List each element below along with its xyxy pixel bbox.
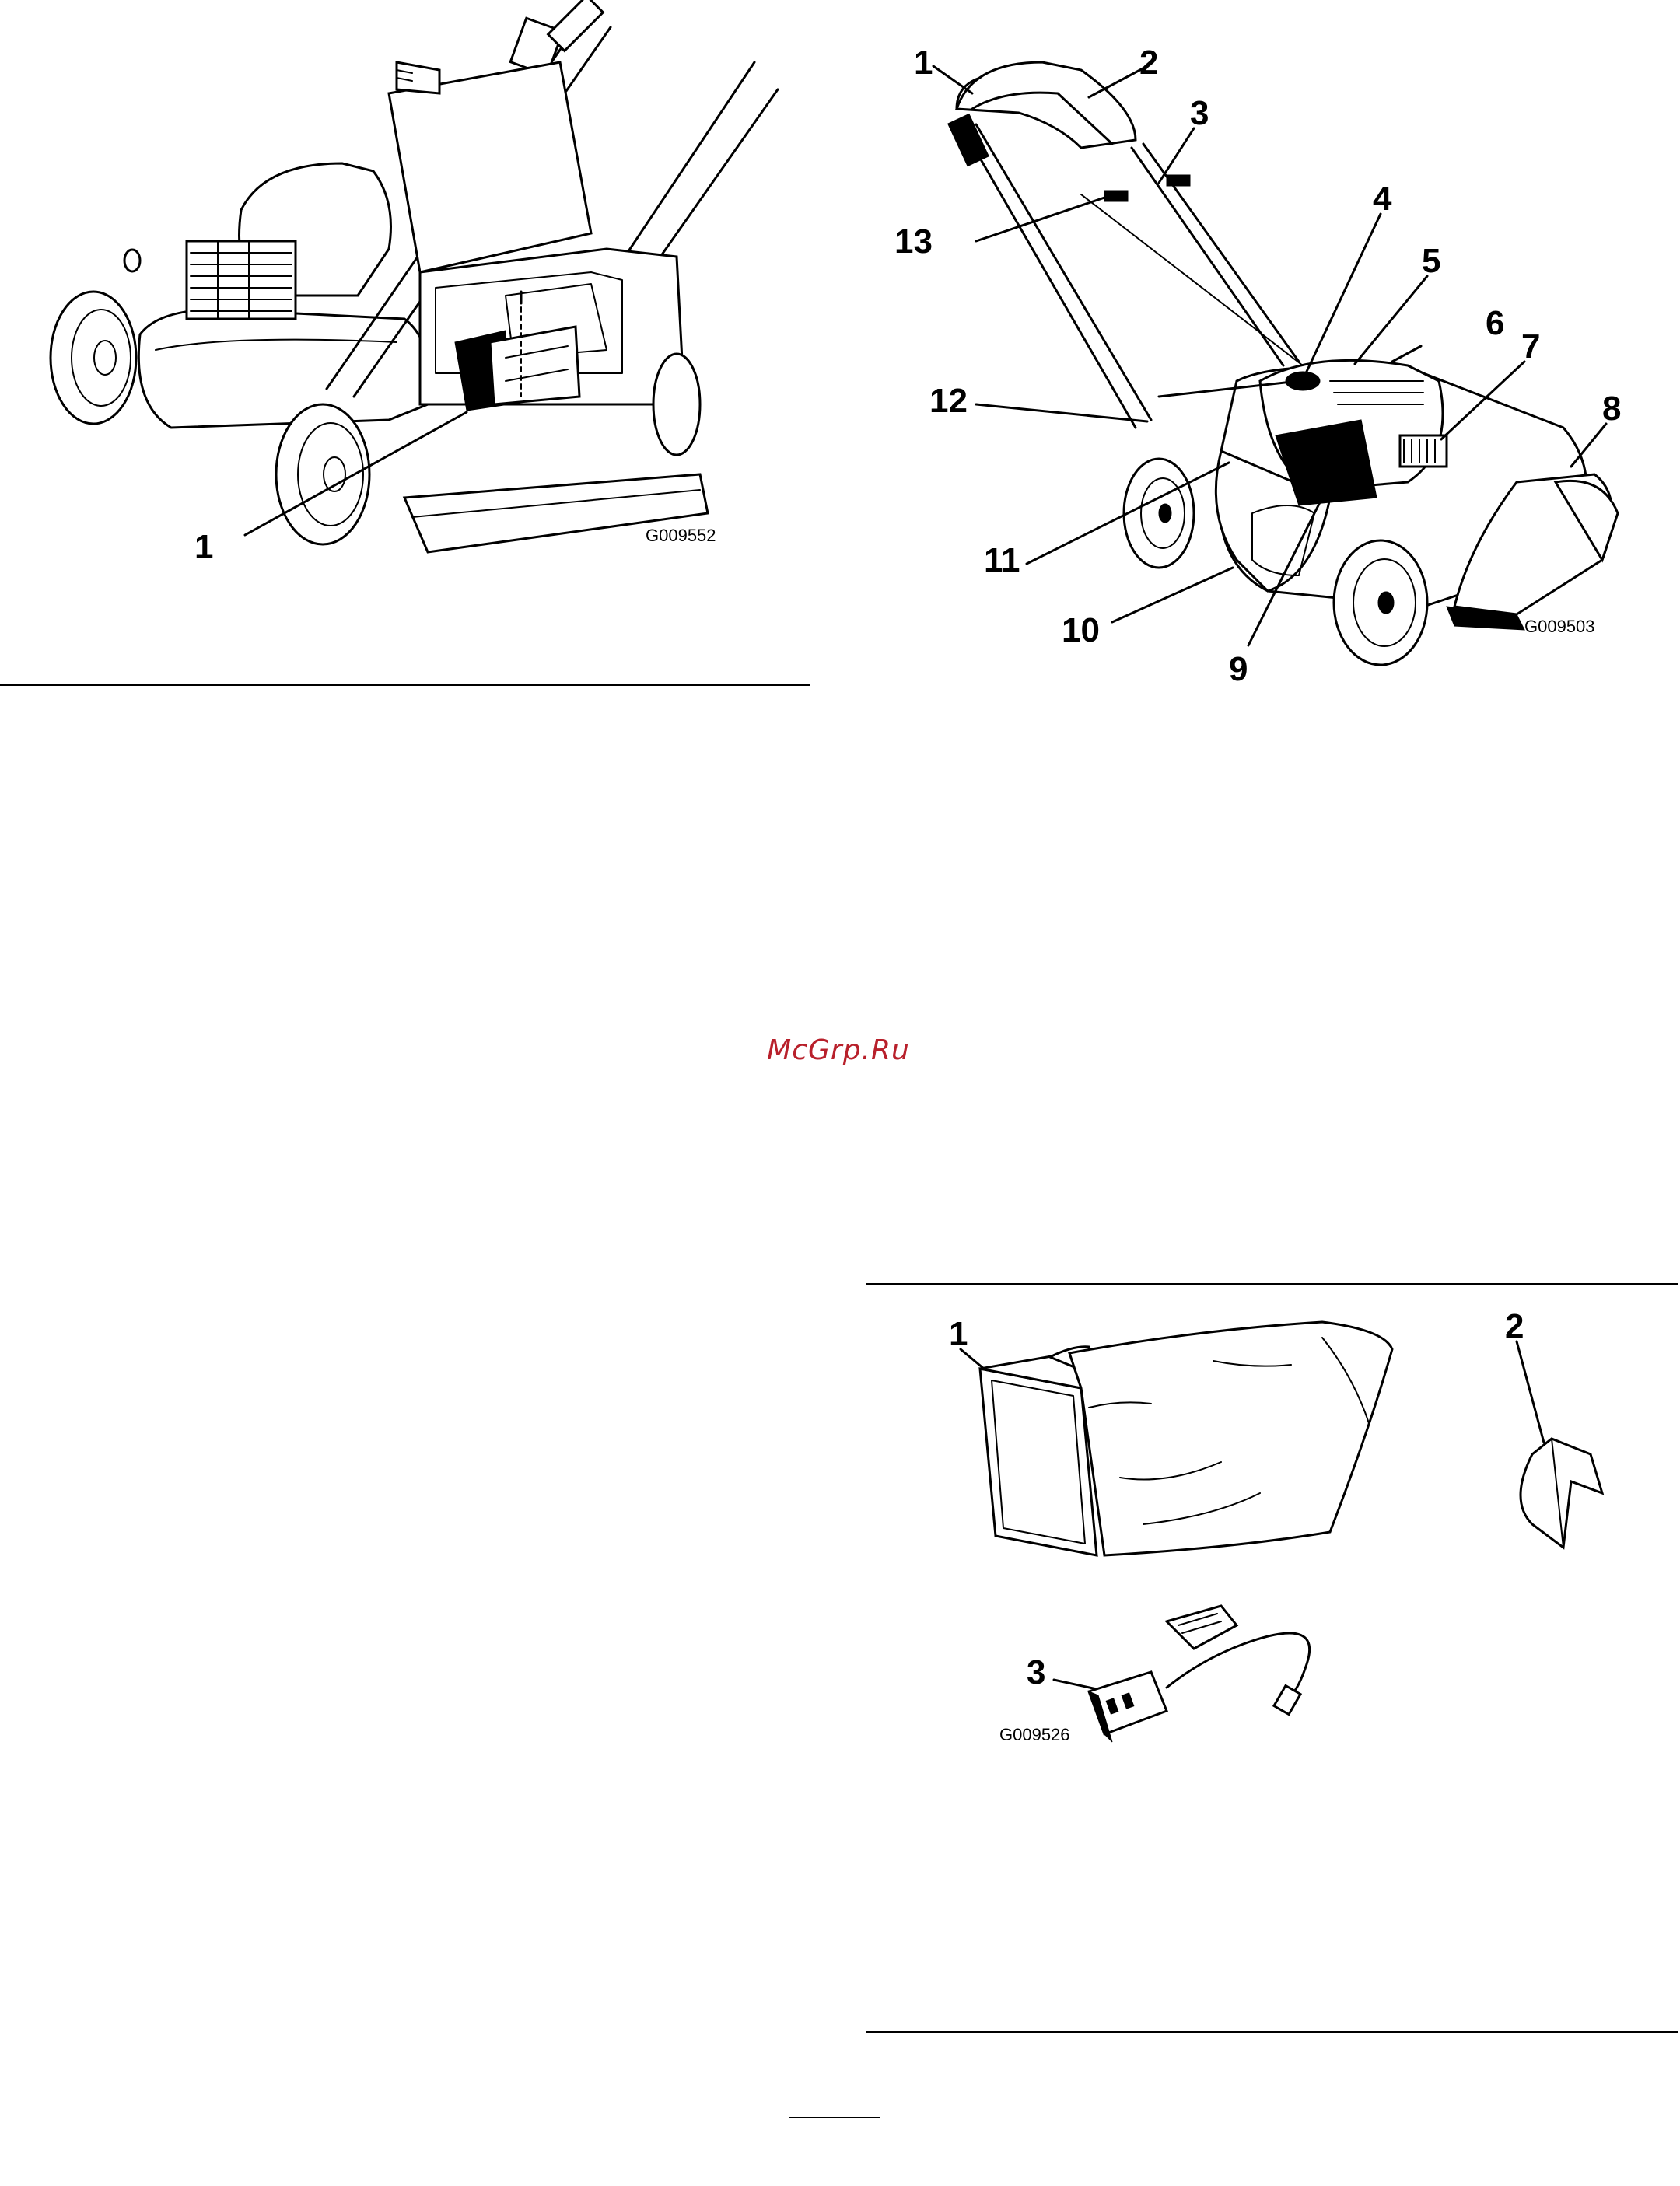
figure-mower-rear-bag-mount: 1 G009552 [31, 16, 793, 560]
callout-6: 6 [1486, 304, 1504, 342]
footer-rule [789, 2117, 880, 2118]
callout-3: 3 [1027, 1653, 1045, 1691]
figure-mower-components: 1 2 3 4 5 6 7 8 9 10 11 12 13 G009503 [879, 16, 1657, 684]
section-divider-right-top [866, 1283, 1678, 1285]
figure-id: G009503 [1524, 617, 1595, 636]
watermark: McGrp.Ru [761, 1034, 916, 1066]
loose-parts-illustration: 1 2 3 G009526 [887, 1291, 1664, 1758]
figure-loose-parts: 1 2 3 G009526 [887, 1291, 1664, 1758]
callout-9: 9 [1229, 650, 1248, 688]
callout-4: 4 [1373, 180, 1392, 218]
section-divider-left [0, 684, 810, 686]
callout-1: 1 [914, 44, 933, 82]
callout-1: 1 [194, 528, 213, 566]
section-divider-right-bottom [866, 2031, 1678, 2033]
callout-7: 7 [1521, 327, 1540, 365]
callout-11: 11 [984, 541, 1020, 579]
figure-id: G009526 [999, 1725, 1070, 1744]
callout-8: 8 [1602, 390, 1621, 428]
callout-2: 2 [1139, 44, 1158, 82]
callout-12: 12 [929, 382, 968, 420]
mower-components-illustration: 1 2 3 4 5 6 7 8 9 10 11 12 13 G009503 [879, 16, 1657, 684]
callout-2: 2 [1505, 1307, 1524, 1345]
callout-13: 13 [894, 222, 933, 261]
mower-rear-illustration: 1 G009552 [31, 16, 793, 560]
callout-5: 5 [1422, 242, 1440, 280]
callout-3: 3 [1190, 94, 1209, 132]
figure-id: G009552 [646, 526, 716, 545]
callout-1: 1 [949, 1315, 968, 1353]
callout-10: 10 [1062, 611, 1100, 649]
